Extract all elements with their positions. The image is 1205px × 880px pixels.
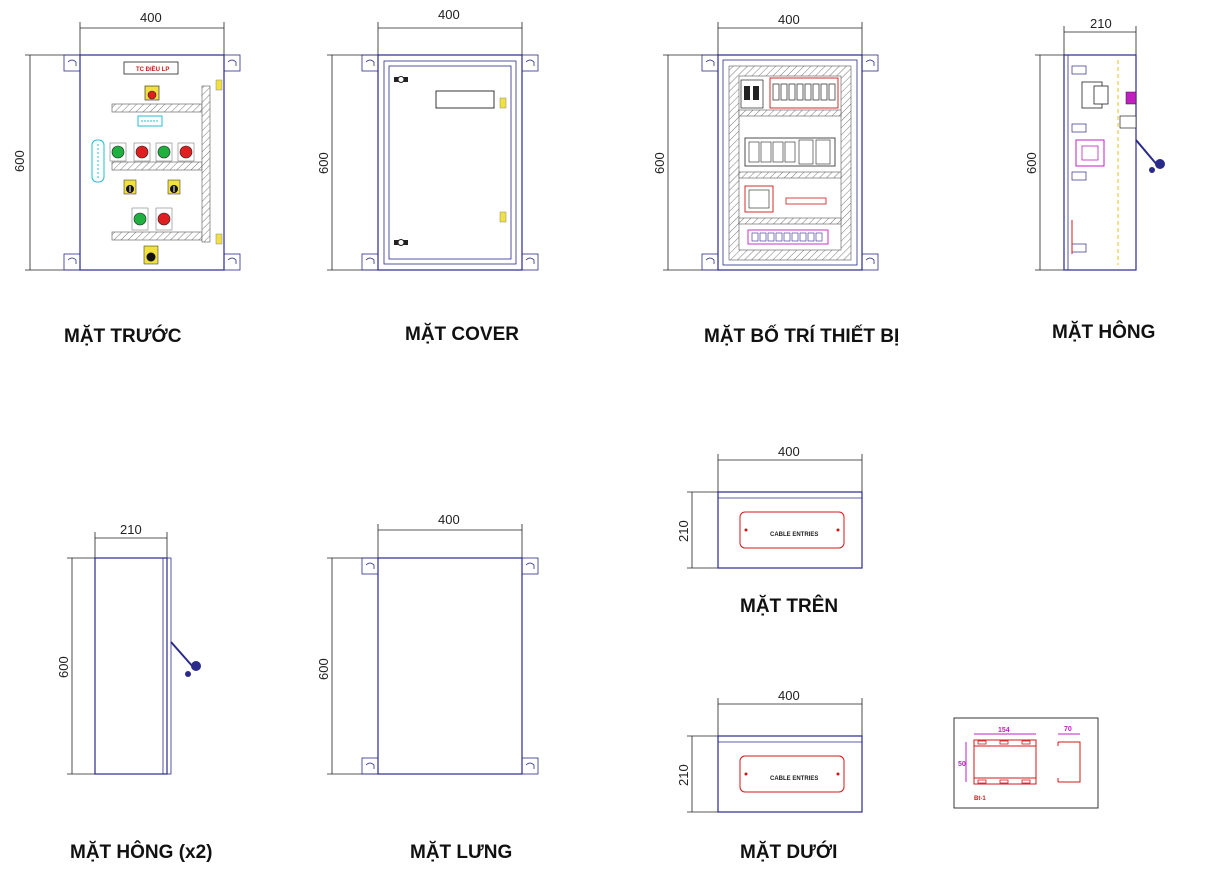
- bracket-depth-label: 70: [1064, 726, 1072, 733]
- bracket-label: Bt-1: [974, 796, 986, 802]
- side-x2-handle: [170, 641, 201, 677]
- cover-hinges: [394, 76, 408, 246]
- side-width-label: 210: [1090, 16, 1112, 31]
- front-nameplate: [123, 61, 179, 75]
- cover-latch-top: [499, 97, 507, 109]
- top-view-title: MẶT TRÊN: [740, 595, 838, 617]
- side-height-label: 600: [1024, 152, 1039, 174]
- cover-latch-bottom: [499, 211, 507, 223]
- front-width-label: 400: [140, 10, 162, 25]
- layout-view: 400 600: [652, 12, 899, 347]
- side-x2-height-label: 600: [56, 656, 71, 678]
- cover-view-title: MẶT COVER: [405, 323, 519, 345]
- front-selector-switches: [123, 179, 181, 195]
- front-rail-1: [111, 103, 203, 113]
- front-width-dimension: 400: [79, 10, 225, 55]
- bottom-height-label: 210: [676, 764, 691, 786]
- side-handle: [1135, 139, 1165, 173]
- top-height-label: 210: [676, 520, 691, 542]
- back-enclosure: [377, 557, 523, 775]
- back-height-label: 600: [316, 658, 331, 680]
- side-x2-enclosure: [94, 557, 168, 775]
- bracket-height-label: 50: [958, 761, 966, 768]
- layout-view-title: MẶT BỐ TRÍ THIẾT BỊ: [704, 325, 899, 347]
- cover-view: 400 600 MẶT COVER: [316, 7, 539, 345]
- side-view: 210 600 MẶT HÔNG: [1024, 16, 1165, 343]
- side-x2-view: 210 600 MẶT HÔNG (x2): [56, 522, 213, 863]
- bottom-cable-entry-label: CABLE ENTRIES: [770, 776, 818, 782]
- layout-contactor-row: [744, 137, 836, 167]
- front-pushbuttons: [131, 207, 173, 231]
- cover-enclosure: [377, 54, 523, 271]
- bracket-profile: [1058, 741, 1081, 783]
- side-x2-view-title: MẶT HÔNG (x2): [70, 841, 213, 863]
- cover-width-label: 400: [438, 7, 460, 22]
- bottom-cable-entry-plate: [739, 755, 845, 793]
- side-contactor: [1075, 139, 1105, 167]
- bottom-view: 400 210 CABLE ENTRIES MẶT DƯỚI: [676, 688, 863, 863]
- bottom-view-title: MẶT DƯỚI: [740, 841, 837, 863]
- cover-height-label: 600: [316, 152, 331, 174]
- cover-window: [435, 90, 495, 109]
- front-rail-3: [111, 231, 203, 241]
- top-cable-entry-plate: [739, 511, 845, 549]
- front-view-title: MẶT TRƯỚC: [64, 325, 182, 347]
- front-height-dimension: 600: [12, 54, 80, 271]
- front-pilot-lamps: [109, 142, 195, 162]
- back-view: 400 600 MẶT LƯNG: [316, 512, 539, 863]
- front-handle-bar: [201, 85, 211, 243]
- side-x2-width-label: 210: [120, 522, 142, 537]
- layout-height-label: 600: [652, 152, 667, 174]
- layout-width-label: 400: [778, 12, 800, 27]
- top-view: 400 210 CABLE ENTRIES MẶT TRÊN: [676, 444, 863, 617]
- front-nameplate-text: TC ĐIỀU LP: [136, 66, 169, 73]
- bottom-width-label: 400: [778, 688, 800, 703]
- bracket-width-label: 154: [998, 727, 1010, 734]
- bracket-detail: 154 50 70 Bt-1: [953, 717, 1099, 809]
- top-cable-entry-label: CABLE ENTRIES: [770, 532, 818, 538]
- front-rail-2: [111, 161, 203, 171]
- side-lamp: [1125, 91, 1137, 105]
- side-view-title: MẶT HÔNG: [1052, 321, 1155, 343]
- bracket-plan: [973, 739, 1037, 785]
- layout-breaker-row-1: [740, 77, 839, 109]
- front-view: 400 600 TC ĐIỀU LP: [12, 10, 241, 347]
- front-height-label: 600: [12, 150, 27, 172]
- back-view-title: MẶT LƯNG: [410, 841, 512, 863]
- back-width-label: 400: [438, 512, 460, 527]
- top-width-label: 400: [778, 444, 800, 459]
- layout-terminal-strip-red: [785, 197, 827, 205]
